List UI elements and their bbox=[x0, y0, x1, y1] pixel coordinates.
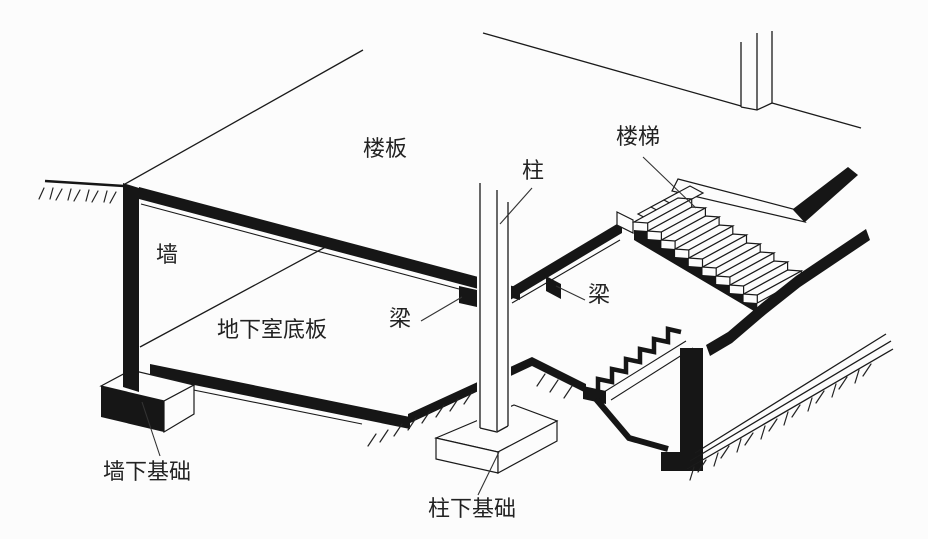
under-slab-hatch bbox=[367, 373, 573, 447]
label-wall: 墙 bbox=[156, 242, 178, 267]
cut-steps-profile bbox=[595, 326, 682, 391]
stair-stringer bbox=[634, 222, 758, 313]
leader-stairs bbox=[642, 156, 697, 209]
leader-column-footing bbox=[477, 451, 500, 496]
labels: 楼板 楼梯 柱 墙 梁 梁 地下室底板 墙下基础 柱下基础 bbox=[103, 124, 660, 521]
label-floor-slab: 楼板 bbox=[363, 136, 407, 161]
staircase bbox=[631, 197, 804, 313]
ground-hatch-left bbox=[38, 187, 117, 204]
label-stairs: 楼梯 bbox=[616, 124, 660, 149]
leader-beam-right bbox=[555, 285, 586, 301]
leader-wall-footing bbox=[141, 401, 161, 457]
label-column: 柱 bbox=[522, 158, 544, 183]
leader-beam-left bbox=[420, 296, 463, 322]
beam-right-section bbox=[546, 276, 561, 299]
ground-surface-left bbox=[38, 179, 125, 204]
stair-risers bbox=[647, 197, 802, 305]
lower-flight-section bbox=[583, 326, 694, 452]
stair-treads bbox=[631, 197, 804, 296]
ground-hatch-right bbox=[689, 363, 872, 481]
label-basement-slab: 地下室底板 bbox=[217, 317, 327, 342]
ground-surface-right bbox=[686, 333, 894, 481]
column bbox=[477, 180, 511, 433]
leader-lines bbox=[141, 156, 697, 496]
label-beam-left: 梁 bbox=[389, 306, 411, 331]
label-column-footing: 柱下基础 bbox=[428, 496, 516, 521]
label-wall-footing: 墙下基础 bbox=[103, 459, 191, 484]
label-beam-right: 梁 bbox=[588, 282, 610, 307]
upper-column bbox=[740, 31, 773, 111]
wall-section bbox=[123, 183, 139, 392]
beam-left-section bbox=[459, 286, 477, 307]
leader-column bbox=[499, 187, 533, 225]
floor-slab bbox=[124, 32, 862, 304]
